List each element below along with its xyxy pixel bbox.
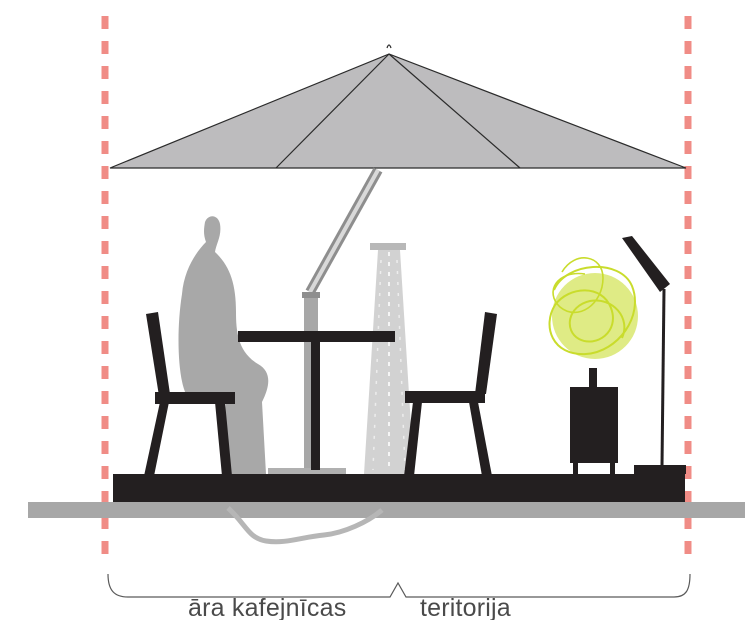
ground-line bbox=[28, 502, 745, 518]
globe-lamp bbox=[550, 258, 638, 475]
caption-right-text: teritorija bbox=[420, 594, 511, 620]
terrace-platform bbox=[113, 474, 685, 502]
patio-heater bbox=[364, 243, 414, 474]
caption-left-text: āra kafejnīcas bbox=[188, 594, 346, 620]
floor-lamp bbox=[622, 236, 686, 474]
right-chair bbox=[404, 312, 497, 476]
